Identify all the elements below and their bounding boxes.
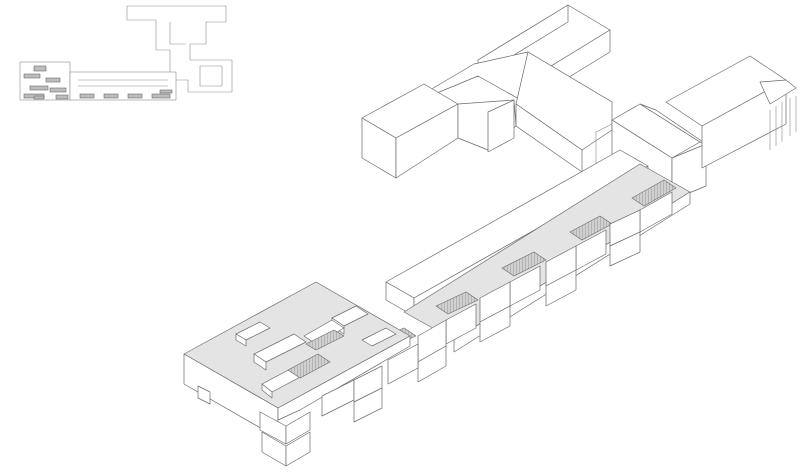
key-plan-wing <box>19 61 177 101</box>
arcade-columns <box>769 96 797 150</box>
terminal-roof-boxes <box>235 305 397 399</box>
terminal-block <box>183 281 419 467</box>
new-linear-wing <box>371 149 691 383</box>
wing-floor-slabs <box>417 191 673 383</box>
site-outline <box>126 5 233 93</box>
key-plan-inset <box>19 5 233 101</box>
terminal-floor-slabs <box>197 343 419 467</box>
historic-building-block <box>361 4 797 201</box>
